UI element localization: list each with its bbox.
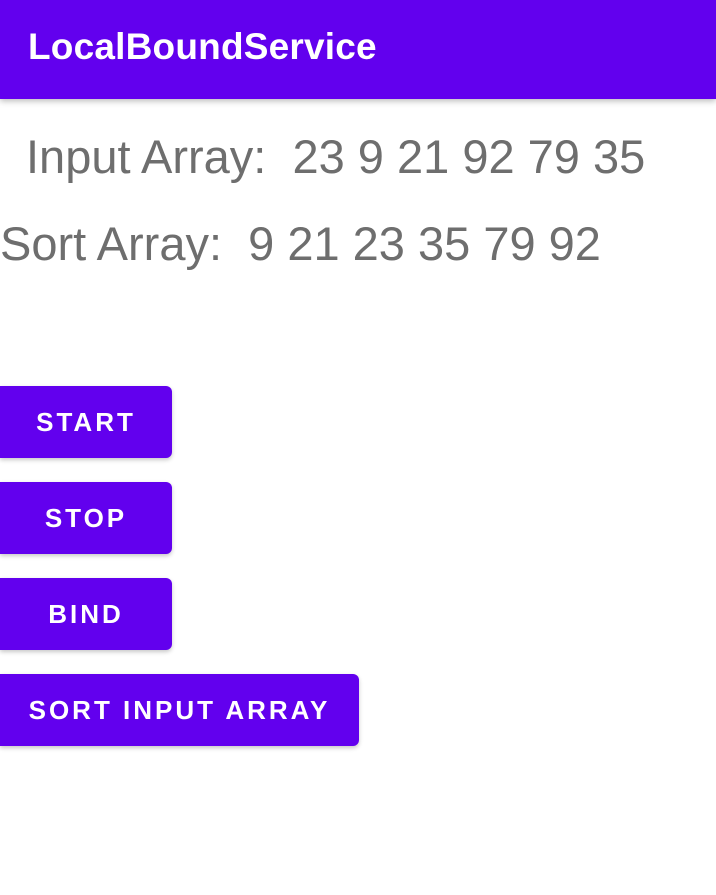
start-button[interactable]: START [0, 386, 172, 458]
app-bar: LocalBoundService [0, 0, 716, 99]
sort-array-text: Sort Array: 9 21 23 35 79 92 [0, 217, 601, 270]
sort-input-array-button[interactable]: SORT INPUT ARRAY [0, 674, 359, 746]
app-title: LocalBoundService [28, 26, 377, 67]
bind-button[interactable]: BIND [0, 578, 172, 650]
input-array-text: Input Array: 23 9 21 92 79 35 [26, 130, 646, 183]
stop-button[interactable]: STOP [0, 482, 172, 554]
